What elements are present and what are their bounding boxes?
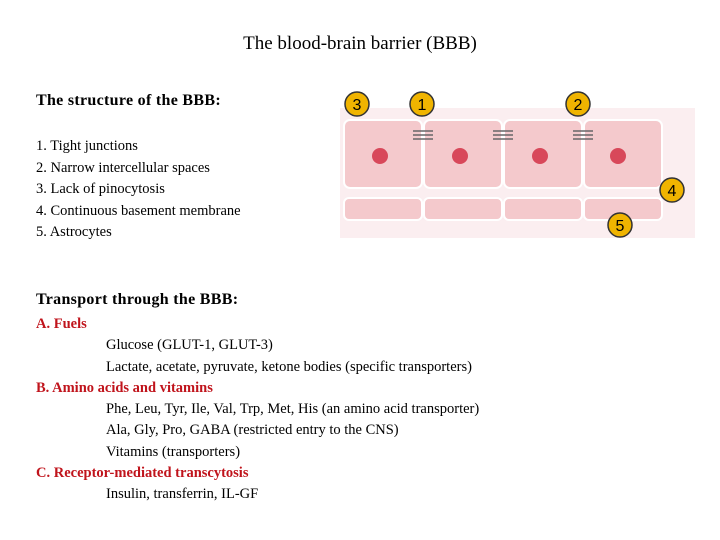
page-title: The blood-brain barrier (BBB) <box>243 33 477 54</box>
marker-4: 4 <box>659 177 685 203</box>
structure-item: 3. Lack of pinocytosis <box>36 181 165 197</box>
nucleus <box>372 148 388 164</box>
endothelial-cells <box>343 119 663 221</box>
category-label: C. Receptor-mediated transcytosis <box>36 465 249 482</box>
transport-heading: Transport through the BBB: <box>36 291 239 308</box>
structure-item: 2. Narrow intercellular spaces <box>36 159 210 176</box>
structure-item: 4. Continuous basement membrane <box>36 202 241 219</box>
structure-list: 1. Tight junctions 2. Narrow intercellul… <box>36 136 241 244</box>
svg-text:5: 5 <box>616 218 625 235</box>
marker-1: 1 <box>409 91 435 117</box>
tight-junctions <box>413 130 593 140</box>
nucleus <box>532 148 548 164</box>
marker-2: 2 <box>565 91 591 117</box>
endothelial-cell <box>503 197 583 221</box>
transport-item: Phe, Leu, Tyr, Ile, Val, Trp, Met, His (… <box>106 401 480 418</box>
bbb-diagram: 3 1 2 4 5 <box>340 91 695 238</box>
nucleus <box>452 148 468 164</box>
transport-item: Insulin, transferrin, IL-GF <box>106 486 259 503</box>
endothelial-cell <box>423 197 503 221</box>
structure-heading: The structure of the BBB: <box>36 92 221 109</box>
structure-item: 1. Tight junctions <box>36 138 138 154</box>
category-label: A. Fuels <box>36 316 87 332</box>
transport-item: Vitamins (transporters) <box>106 443 241 460</box>
transport-list: A. Fuels Glucose (GLUT-1, GLUT-3) Lactat… <box>36 314 479 506</box>
marker-5: 5 <box>607 212 633 238</box>
transport-item: Ala, Gly, Pro, GABA (restricted entry to… <box>106 422 399 439</box>
svg-text:2: 2 <box>574 97 583 114</box>
nucleus <box>610 148 626 164</box>
svg-text:1: 1 <box>418 97 427 114</box>
transport-item: Glucose (GLUT-1, GLUT-3) <box>106 337 273 354</box>
structure-item: 5. Astrocytes <box>36 224 112 240</box>
nuclei <box>372 148 626 164</box>
category-label: B. Amino acids and vitamins <box>36 379 213 396</box>
endothelial-cell <box>343 197 423 221</box>
transport-item: Lactate, acetate, pyruvate, ketone bodie… <box>106 358 472 375</box>
svg-text:4: 4 <box>668 183 677 200</box>
marker-3: 3 <box>344 91 370 117</box>
svg-text:3: 3 <box>353 97 362 114</box>
